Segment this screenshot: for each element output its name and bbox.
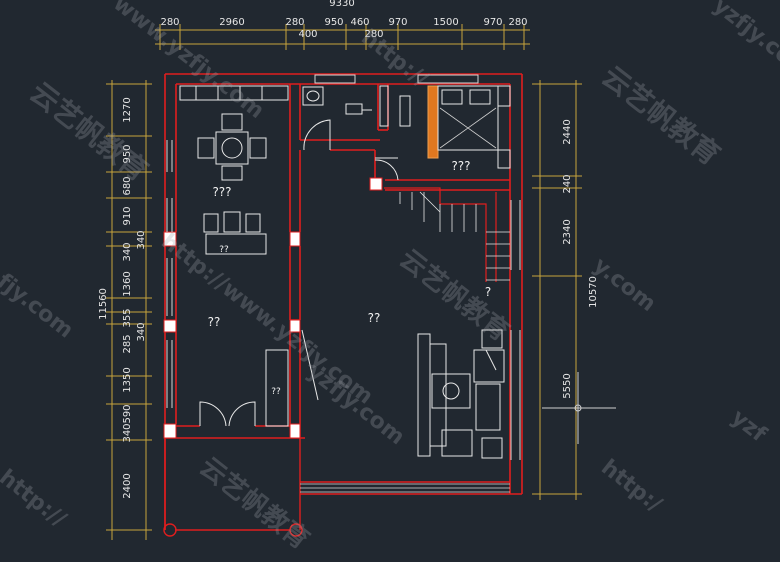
- watermark-url: http:/: [596, 455, 667, 518]
- watermark-url: fjy.com: [0, 269, 78, 343]
- dim-left-seg: 950: [122, 144, 133, 163]
- kitchen-cabinet: [179, 85, 289, 101]
- room-label-corridor: ??: [271, 387, 281, 397]
- dim-left-overall: 11560: [98, 288, 109, 320]
- room-label-living: ??: [208, 315, 221, 329]
- dim-left-seg: 1360: [122, 271, 133, 296]
- dim-top-seg: 280: [160, 17, 179, 28]
- dim-top-inner: 400: [298, 29, 317, 40]
- dim-left-inner: 340: [136, 322, 147, 341]
- dim-top-seg: 460: [350, 17, 369, 28]
- room-label-center: ??: [368, 311, 381, 325]
- dim-left-seg: 355: [122, 308, 133, 327]
- hall-shelf: [265, 329, 319, 427]
- watermark-brand: 云艺帆教育: [596, 60, 727, 172]
- room-label-dining: ???: [212, 185, 231, 199]
- dim-top-seg: 970: [388, 17, 407, 28]
- room-label-dining-small: ??: [219, 245, 229, 255]
- stair-treads: [399, 192, 510, 281]
- dim-right-seg: 2340: [562, 219, 573, 244]
- dim-right-seg: 5550: [562, 373, 573, 398]
- porch-column: [289, 523, 303, 537]
- dim-left-seg: 285: [122, 334, 133, 353]
- sideboard: [203, 211, 267, 255]
- dim-top-inner: 280: [364, 29, 383, 40]
- bathroom-fixtures: [302, 85, 389, 127]
- watermark-url: yzf: [726, 405, 771, 448]
- watermark-brand: 云艺帆教育: [24, 76, 155, 188]
- room-label-bedroom: ???: [451, 159, 470, 173]
- watermark-url: yzfjy.com: [708, 0, 780, 84]
- dining-table: [197, 113, 267, 181]
- dim-right-overall: 10570: [588, 276, 599, 308]
- dim-top-overall: 9330: [329, 0, 354, 9]
- dim-top-seg: 1500: [433, 17, 458, 28]
- dim-left-seg: 2400: [122, 473, 133, 498]
- dim-top-seg: 970: [483, 17, 502, 28]
- dim-left-seg: 910: [122, 206, 133, 225]
- dim-top-seg: 280: [508, 17, 527, 28]
- windows: [166, 74, 521, 460]
- dim-left-seg: 340: [122, 423, 133, 442]
- porch-column: [163, 523, 177, 537]
- watermark-brand: 云艺帆教育: [394, 243, 516, 347]
- dim-right-seg: 240: [562, 174, 573, 193]
- wall-columns: [163, 177, 383, 439]
- watermark-url: http://: [0, 465, 71, 533]
- dim-top-seg: 280: [285, 17, 304, 28]
- dim-right-seg: 2440: [562, 119, 573, 144]
- dim-top-seg: 2960: [219, 17, 244, 28]
- dim-left-seg: 1270: [122, 97, 133, 122]
- doors: [199, 119, 399, 427]
- watermark-brand: 云艺帆教育: [194, 451, 316, 555]
- watermark-url: http://: [356, 25, 433, 93]
- dim-left-seg: 340: [122, 242, 133, 261]
- bed: [399, 85, 511, 169]
- front-steps: [300, 483, 510, 493]
- crosshair-icon: [542, 372, 616, 444]
- watermark-url: y.com: [588, 253, 660, 317]
- dim-top-seg: 950: [324, 17, 343, 28]
- sofa-set: [417, 329, 505, 459]
- room-label-stair: ?: [485, 285, 491, 299]
- dimension-lines: [106, 24, 582, 540]
- dim-left-inner: 340: [136, 230, 147, 249]
- dim-left-seg: 590: [122, 404, 133, 423]
- dim-left-seg: 1350: [122, 367, 133, 392]
- dim-left-seg: 680: [122, 176, 133, 195]
